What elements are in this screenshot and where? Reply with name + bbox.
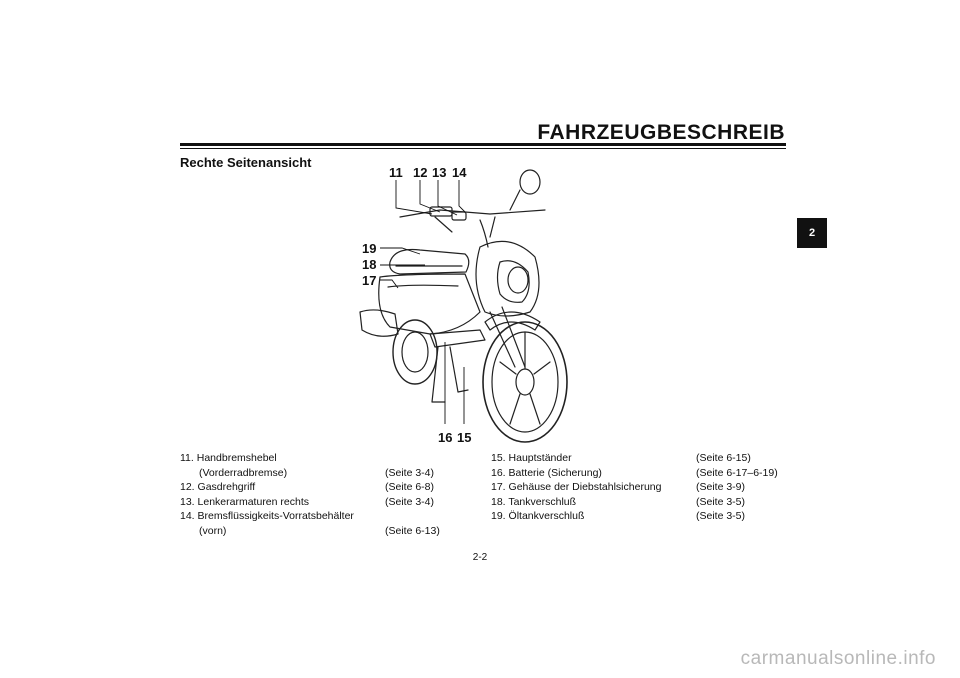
legend-item: 13. Lenkerarmaturen rechts (Seite 3-4) — [180, 495, 470, 510]
callout-18: 18 — [362, 257, 376, 272]
header-rule-thick — [180, 143, 786, 146]
legend-right: 15. Hauptständer (Seite 6-15) 16. Batter… — [491, 451, 791, 524]
chapter-title: FAHRZEUGBESCHREIB — [537, 121, 785, 144]
scooter-illustration: 11 12 13 14 19 18 17 16 15 — [359, 165, 568, 445]
legend-page-ref: (Seite 6-17–6-19) — [696, 466, 778, 479]
legend-item: (Vorderradbremse) (Seite 3-4) — [180, 466, 470, 481]
legend-label: 13. Lenkerarmaturen rechts — [180, 495, 310, 508]
legend-label: 18. Tankverschluß — [491, 495, 577, 508]
callout-19: 19 — [362, 241, 376, 256]
legend-label: 14. Bremsflüssigkeits-Vorratsbehälter — [180, 510, 354, 522]
legend-item: 15. Hauptständer (Seite 6-15) — [491, 451, 791, 466]
legend-item: 19. Öltankverschluß (Seite 3-5) — [491, 509, 791, 524]
legend-label: (vorn) — [199, 524, 227, 537]
legend-item: (vorn) (Seite 6-13) — [180, 524, 470, 539]
legend-item: 12. Gasdrehgriff (Seite 6-8) — [180, 480, 470, 495]
section-title: Rechte Seitenansicht — [180, 155, 312, 170]
legend-page-ref: (Seite 6-15) — [696, 452, 751, 464]
header-rule-thin — [180, 148, 786, 149]
callout-15: 15 — [457, 430, 471, 445]
callout-17: 17 — [362, 273, 376, 288]
callout-11: 11 — [389, 165, 403, 180]
legend-label: 12. Gasdrehgriff — [180, 481, 256, 493]
legend-item: 18. Tankverschluß (Seite 3-5) — [491, 495, 791, 510]
legend-page-ref: (Seite 6-8) — [385, 481, 435, 493]
legend-left: 11. Handbremshebel (Vorderradbremse) (Se… — [180, 451, 470, 538]
callout-12: 12 — [413, 165, 427, 180]
legend-label: 19. Öltankverschluß — [491, 510, 585, 522]
legend-item: 14. Bremsflüssigkeits-Vorratsbehälter — [180, 509, 470, 524]
watermark: carmanualsonline.info — [740, 648, 936, 669]
legend-item: 16. Batterie (Sicherung) (Seite 6-17–6-1… — [491, 466, 791, 481]
legend-page-ref: (Seite 3-9) — [696, 481, 746, 493]
legend-page-ref: (Seite 3-5) — [696, 510, 746, 522]
legend-label: 17. Gehäuse der Diebstahlsicherung — [491, 481, 662, 493]
legend-label: 16. Batterie (Sicherung) — [491, 466, 602, 479]
chapter-tab: 2 — [797, 218, 827, 248]
callout-16: 16 — [438, 430, 452, 445]
legend-label: 15. Hauptständer — [491, 452, 572, 464]
callout-14: 14 — [452, 165, 467, 180]
legend-item: 17. Gehäuse der Diebstahlsicherung (Seit… — [491, 480, 791, 495]
legend-page-ref: (Seite 3-5) — [696, 495, 746, 508]
legend-page-ref: (Seite 3-4) — [385, 466, 435, 479]
legend-label: (Vorderradbremse) — [199, 466, 288, 479]
page-number: 2-2 — [472, 552, 488, 563]
callout-13: 13 — [432, 165, 446, 180]
legend-item: 11. Handbremshebel — [180, 451, 470, 466]
legend-page-ref: (Seite 6-13) — [385, 524, 440, 537]
legend-label: 11. Handbremshebel — [180, 452, 277, 464]
legend-page-ref: (Seite 3-4) — [385, 495, 435, 508]
